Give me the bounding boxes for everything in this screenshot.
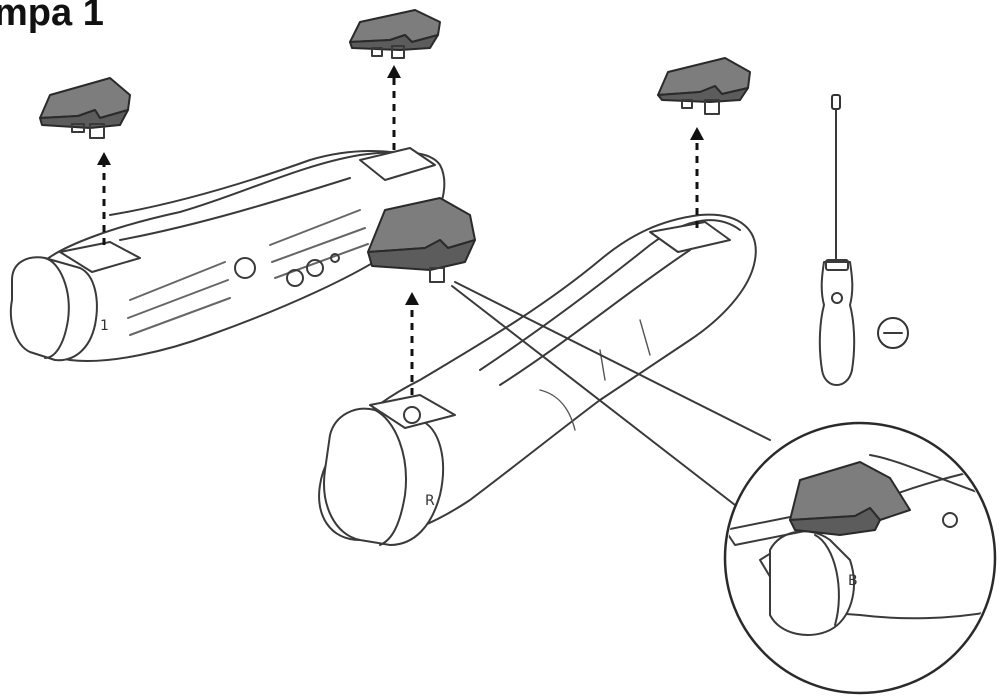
arrow-head-rear-right [690,127,704,140]
cap-front-left [39,77,131,139]
removal-arrows [97,65,704,395]
page-title: mpa 1 [0,0,104,34]
left-arm-body: 1 [10,147,446,362]
right-arm-marking: R [425,493,435,509]
right-arm-body: R [318,213,757,546]
minus-icon [877,317,909,349]
arrow-head-front-right [405,292,419,305]
flathead-screwdriver-icon [818,94,856,386]
cap-front-right [367,197,476,283]
arrow-head-rear-left [387,65,401,78]
left-arm-marking: 1 [100,318,109,334]
zoom-arm-marking: B [848,573,858,589]
zoom-callout: B [451,281,997,695]
cap-rear-left [349,9,441,59]
arrow-head-front-left [97,152,111,165]
cap-rear-right [657,57,751,115]
